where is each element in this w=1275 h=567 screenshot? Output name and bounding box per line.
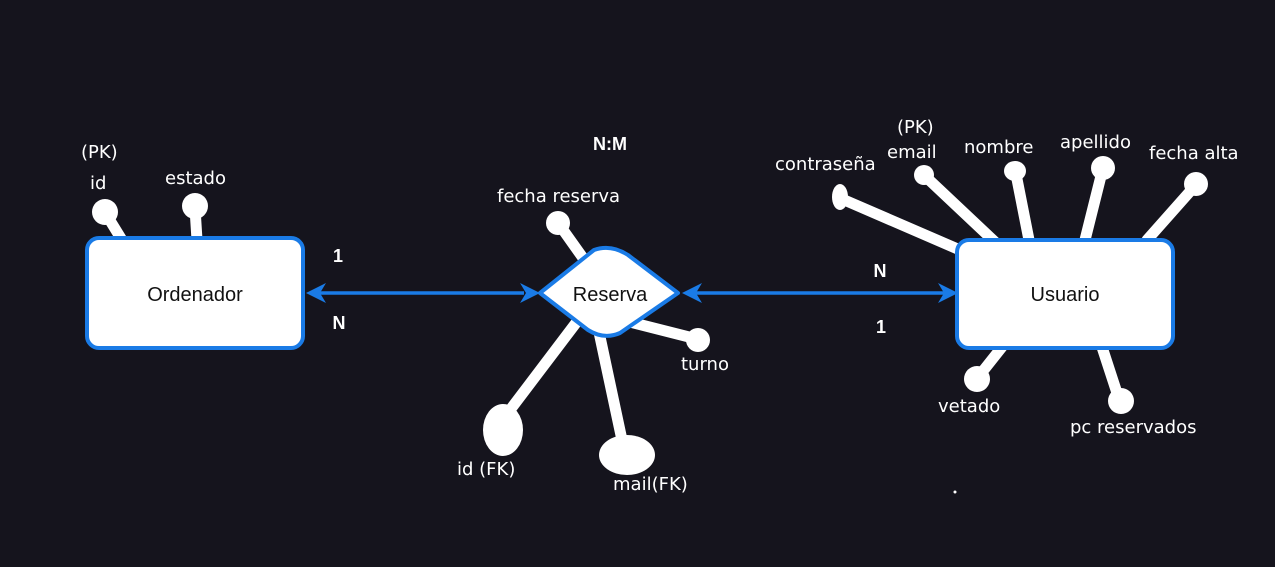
attribute-node <box>182 193 208 219</box>
ordenador-attribute-estado: estado <box>165 168 226 246</box>
usuario-attribute-fecha-alta: fecha alta <box>1141 143 1239 246</box>
attribute-label: vetado <box>938 396 1000 417</box>
attribute-node <box>914 165 934 185</box>
attribute-node <box>546 211 570 235</box>
entity-label: Ordenador <box>147 284 243 306</box>
pk-marker: (PK) <box>81 142 118 163</box>
usuario-attribute-pc-reservados: pc reservados <box>1070 341 1196 438</box>
link-ordenador-reserva <box>306 283 540 303</box>
attribute-node <box>1184 172 1208 196</box>
arrowhead-left <box>682 283 702 303</box>
attribute-connector <box>1010 168 1035 246</box>
usuario-attribute-apellido: apellido <box>1060 132 1131 246</box>
attribute-node <box>686 328 710 352</box>
reserva-attribute-id-fk: id (FK) <box>457 309 588 480</box>
cardinality-usuario-bottom: 1 <box>876 317 886 337</box>
attribute-label: id <box>90 173 106 194</box>
attribute-label: estado <box>165 168 226 189</box>
attribute-connector <box>504 309 588 416</box>
relationship-type-label: N:M <box>593 134 627 154</box>
attribute-node <box>92 199 118 225</box>
stray-dot <box>953 490 957 494</box>
usuario-attribute-nombre: nombre <box>964 137 1035 246</box>
attribute-label: fecha alta <box>1149 143 1239 164</box>
entity-box <box>85 236 305 350</box>
attribute-node <box>1108 388 1134 414</box>
reserva-attribute-turno: turno <box>616 314 729 375</box>
reserva-attribute-mail-fk: mail(FK) <box>590 312 688 495</box>
attribute-node <box>1091 156 1115 180</box>
attribute-connector <box>836 193 966 256</box>
attribute-connector <box>1141 181 1200 246</box>
attribute-label: apellido <box>1060 132 1131 153</box>
attribute-node <box>1004 161 1026 181</box>
ordenador-attribute-id: (PK) id <box>81 142 128 246</box>
attribute-connector <box>590 312 628 446</box>
relationship-reserva[interactable]: Reserva <box>538 245 680 338</box>
attribute-connector <box>1079 166 1108 246</box>
usuario-attribute-vetado: vetado <box>938 341 1008 417</box>
link-reserva-usuario <box>682 283 958 303</box>
attribute-label: pc reservados <box>1070 417 1196 438</box>
attribute-label: fecha reserva <box>497 186 620 207</box>
cardinality-ordenador-bottom: N <box>333 313 346 333</box>
usuario-attribute-contrasena: contraseña <box>775 154 966 256</box>
entity-box <box>955 238 1175 350</box>
cardinality-ordenador-top: 1 <box>333 246 343 266</box>
attribute-label: mail(FK) <box>613 474 688 495</box>
attribute-node <box>483 404 523 456</box>
attribute-label: email <box>887 142 937 163</box>
arrowhead-left <box>306 283 326 303</box>
attribute-connector <box>1096 341 1124 402</box>
entity-ordenador[interactable]: Ordenador <box>85 236 305 350</box>
pk-marker: (PK) <box>897 117 934 138</box>
arrowhead-right <box>938 283 958 303</box>
attribute-node <box>832 184 848 210</box>
attribute-node <box>599 435 655 475</box>
usuario-attribute-email: (PK) email <box>887 117 1001 248</box>
attribute-label: turno <box>681 354 729 375</box>
cardinality-usuario-top: N <box>874 261 887 281</box>
relationship-diamond <box>538 245 680 338</box>
attribute-label: contraseña <box>775 154 876 175</box>
attribute-node <box>964 366 990 392</box>
relationship-label: Reserva <box>573 284 648 306</box>
attribute-connector <box>920 171 1001 248</box>
attribute-label: nombre <box>964 137 1033 158</box>
attribute-label: id (FK) <box>457 459 515 480</box>
arrowhead-right <box>520 283 540 303</box>
entity-usuario[interactable]: Usuario <box>955 238 1175 350</box>
entity-label: Usuario <box>1031 284 1100 306</box>
